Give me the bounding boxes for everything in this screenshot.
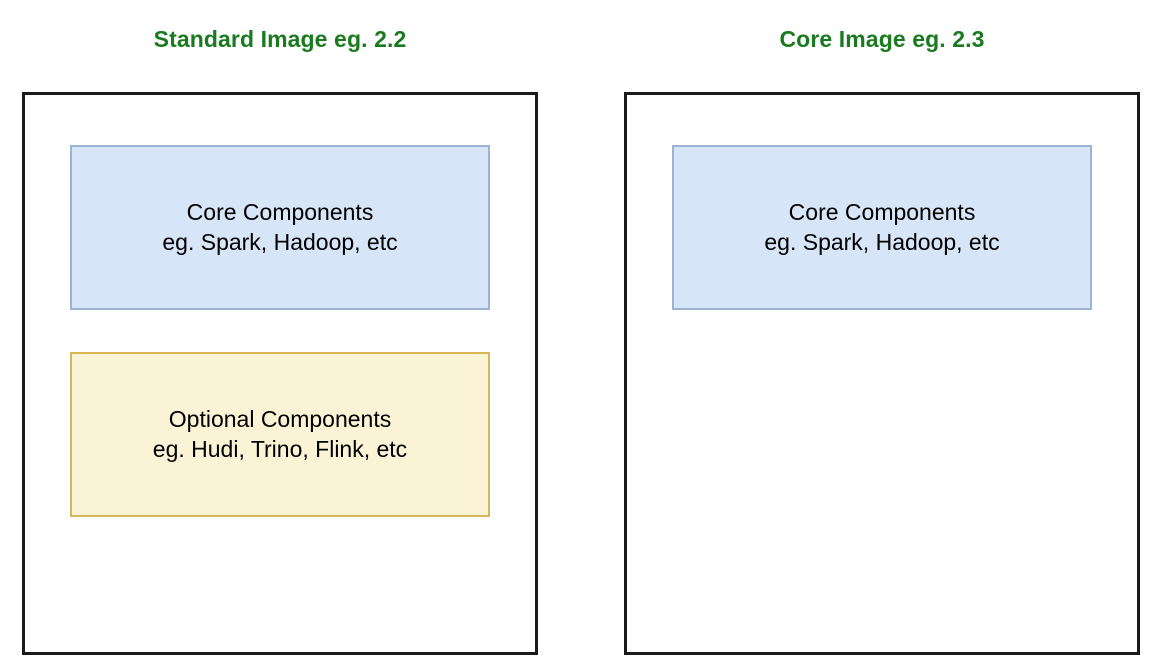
block-optional-components-standard-line1: Optional Components <box>168 406 392 433</box>
block-core-components-core: Core Components eg. Spark, Hadoop, etc <box>672 145 1092 310</box>
block-optional-components-standard-line2: eg. Hudi, Trino, Flink, etc <box>152 435 408 462</box>
panel-title-core-image: Core Image eg. 2.3 <box>779 26 985 52</box>
panel-title-standard-image: Standard Image eg. 2.2 <box>153 26 407 52</box>
block-core-components-core-line2: eg. Spark, Hadoop, etc <box>764 228 1000 255</box>
image-container-core: Core Components eg. Spark, Hadoop, etc <box>624 92 1140 655</box>
block-core-components-standard-line1: Core Components <box>186 199 374 226</box>
block-core-components-standard-line2: eg. Spark, Hadoop, etc <box>162 228 398 255</box>
block-core-components-core-line1: Core Components <box>788 199 976 226</box>
block-optional-components-standard: Optional Components eg. Hudi, Trino, Fli… <box>70 352 490 517</box>
image-container-standard: Core Components eg. Spark, Hadoop, etc O… <box>22 92 538 655</box>
block-core-components-standard: Core Components eg. Spark, Hadoop, etc <box>70 145 490 310</box>
